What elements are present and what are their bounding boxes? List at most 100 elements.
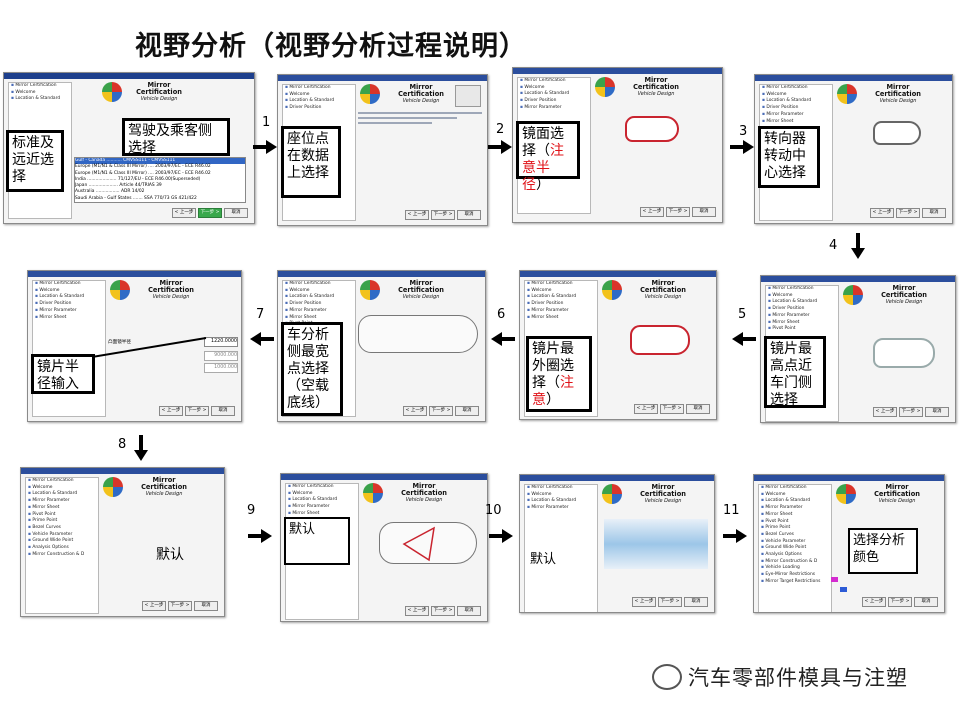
cancel-button[interactable]: 取消 [211,406,235,416]
mirror-preview [873,121,921,145]
arrow-right-icon [730,140,754,154]
app-logo [360,280,380,300]
app-logo [836,484,856,504]
mirror-preview [625,116,679,142]
next-button[interactable]: 下一步 > [660,404,684,414]
wizard-tree: Mirror Certification Welcome Location & … [25,477,99,614]
back-button[interactable]: < 上一步 [870,208,894,218]
arrow-right-icon [488,140,512,154]
wizard-buttons: < 上一步下一步 >取消 [401,406,479,416]
callout-color-select: 选择分析颜色 [848,528,918,574]
app-logo [837,84,857,104]
next-button[interactable]: 下一步 > [666,207,690,217]
back-button[interactable]: < 上一步 [632,597,656,607]
next-button[interactable]: 下一步 > [899,407,923,417]
seat-thumbnail [455,85,481,107]
app-logo [102,82,122,102]
step-number: 8 [118,437,127,452]
callout-outer-edge: 镜片最外圈选择（注意） [526,336,592,412]
cancel-button[interactable]: 取消 [925,407,949,417]
next-button[interactable]: 下一步 > [888,597,912,607]
back-button[interactable]: < 上一步 [405,606,429,616]
app-logo [602,484,622,504]
cancel-button[interactable]: 取消 [922,208,946,218]
app-logo [103,477,123,497]
next-button[interactable]: 下一步 > [431,606,455,616]
step-number: 10 [485,503,502,518]
step-number: 3 [739,124,748,139]
color-swatch-blue[interactable] [840,587,847,592]
back-button[interactable]: < 上一步 [640,207,664,217]
radius-label: 凸面镜半径 [108,340,131,345]
next-button[interactable]: 下一步 > [431,210,455,220]
callout-seat-point: 座位点在数据上选择 [281,126,341,198]
cancel-button[interactable]: 取消 [224,208,248,218]
color-swatch-magenta[interactable] [831,577,838,582]
next-button[interactable]: 下一步 > [896,208,920,218]
value3-input[interactable]: 1000.000 [204,363,238,373]
back-button[interactable]: < 上一步 [634,404,658,414]
wizard-buttons: < 上一步下一步 >取消 [638,207,716,217]
value2-input[interactable]: 9000.000 [204,351,238,361]
label-default: 默认 [530,552,557,567]
next-button[interactable]: 下一步 > [429,406,453,416]
back-button[interactable]: < 上一步 [142,601,166,611]
arrow-right-icon [253,140,277,154]
callout-radius-input: 镜片半径输入 [31,354,95,394]
callout-widest-point: 车分析侧最宽点选择（空载底线） [281,322,343,416]
cancel-button[interactable]: 取消 [455,406,479,416]
watermark: 汽车零部件模具与注塑 [688,666,908,690]
app-logo [363,483,383,503]
callout-default: 默认 [284,517,350,565]
radius-input[interactable]: 1220.0000 [204,337,238,347]
wizard-buttons: < 上一步下一步 >取消 [632,404,710,414]
wizard-buttons: < 上一步下一步 >取消 [403,606,481,616]
mirror-preview [873,338,935,368]
callout-side-select: 驾驶及乘客侧选择 [122,118,230,156]
step-number: 9 [247,503,256,518]
cancel-button[interactable]: 取消 [194,601,218,611]
callout-top-point: 镜片最高点近车门侧选择 [764,336,826,408]
next-button[interactable]: 下一步 > [168,601,192,611]
vision-cone [402,526,435,562]
next-button[interactable]: 下一步 > [658,597,682,607]
step-number: 4 [829,238,838,253]
step-number: 6 [497,307,506,322]
back-button[interactable]: < 上一步 [172,208,196,218]
back-button[interactable]: < 上一步 [159,406,183,416]
back-button[interactable]: < 上一步 [403,406,427,416]
next-button[interactable]: 下一步 > [185,406,209,416]
wizard-buttons: < 上一步下一步 >取消 [871,407,949,417]
callout-mirror-surface: 镜面选择（注意半径） [516,121,580,193]
step-number: 1 [262,115,271,130]
cancel-button[interactable]: 取消 [457,210,481,220]
next-button[interactable]: 下一步 > [198,208,222,218]
car-top-view [379,522,477,564]
arrow-left-icon [732,332,756,346]
standard-list[interactable]: Gulf - Canada ........... CMVSS111 - CMV… [74,157,246,203]
wizard-tree: Mirror Certification Welcome Location & … [758,484,832,612]
screenshot-step-8: Mirror Certification Welcome Location & … [20,467,225,617]
app-logo [843,285,863,305]
cancel-button[interactable]: 取消 [914,597,938,607]
cancel-button[interactable]: 取消 [686,404,710,414]
app-logo [360,84,380,104]
back-button[interactable]: < 上一步 [862,597,886,607]
wechat-icon [652,664,682,690]
arrow-right-icon [248,529,272,543]
cancel-button[interactable]: 取消 [457,606,481,616]
step-number: 11 [723,503,740,518]
cancel-button[interactable]: 取消 [692,207,716,217]
cancel-button[interactable]: 取消 [684,597,708,607]
back-button[interactable]: < 上一步 [873,407,897,417]
arrow-left-icon [250,332,274,346]
back-button[interactable]: < 上一步 [405,210,429,220]
